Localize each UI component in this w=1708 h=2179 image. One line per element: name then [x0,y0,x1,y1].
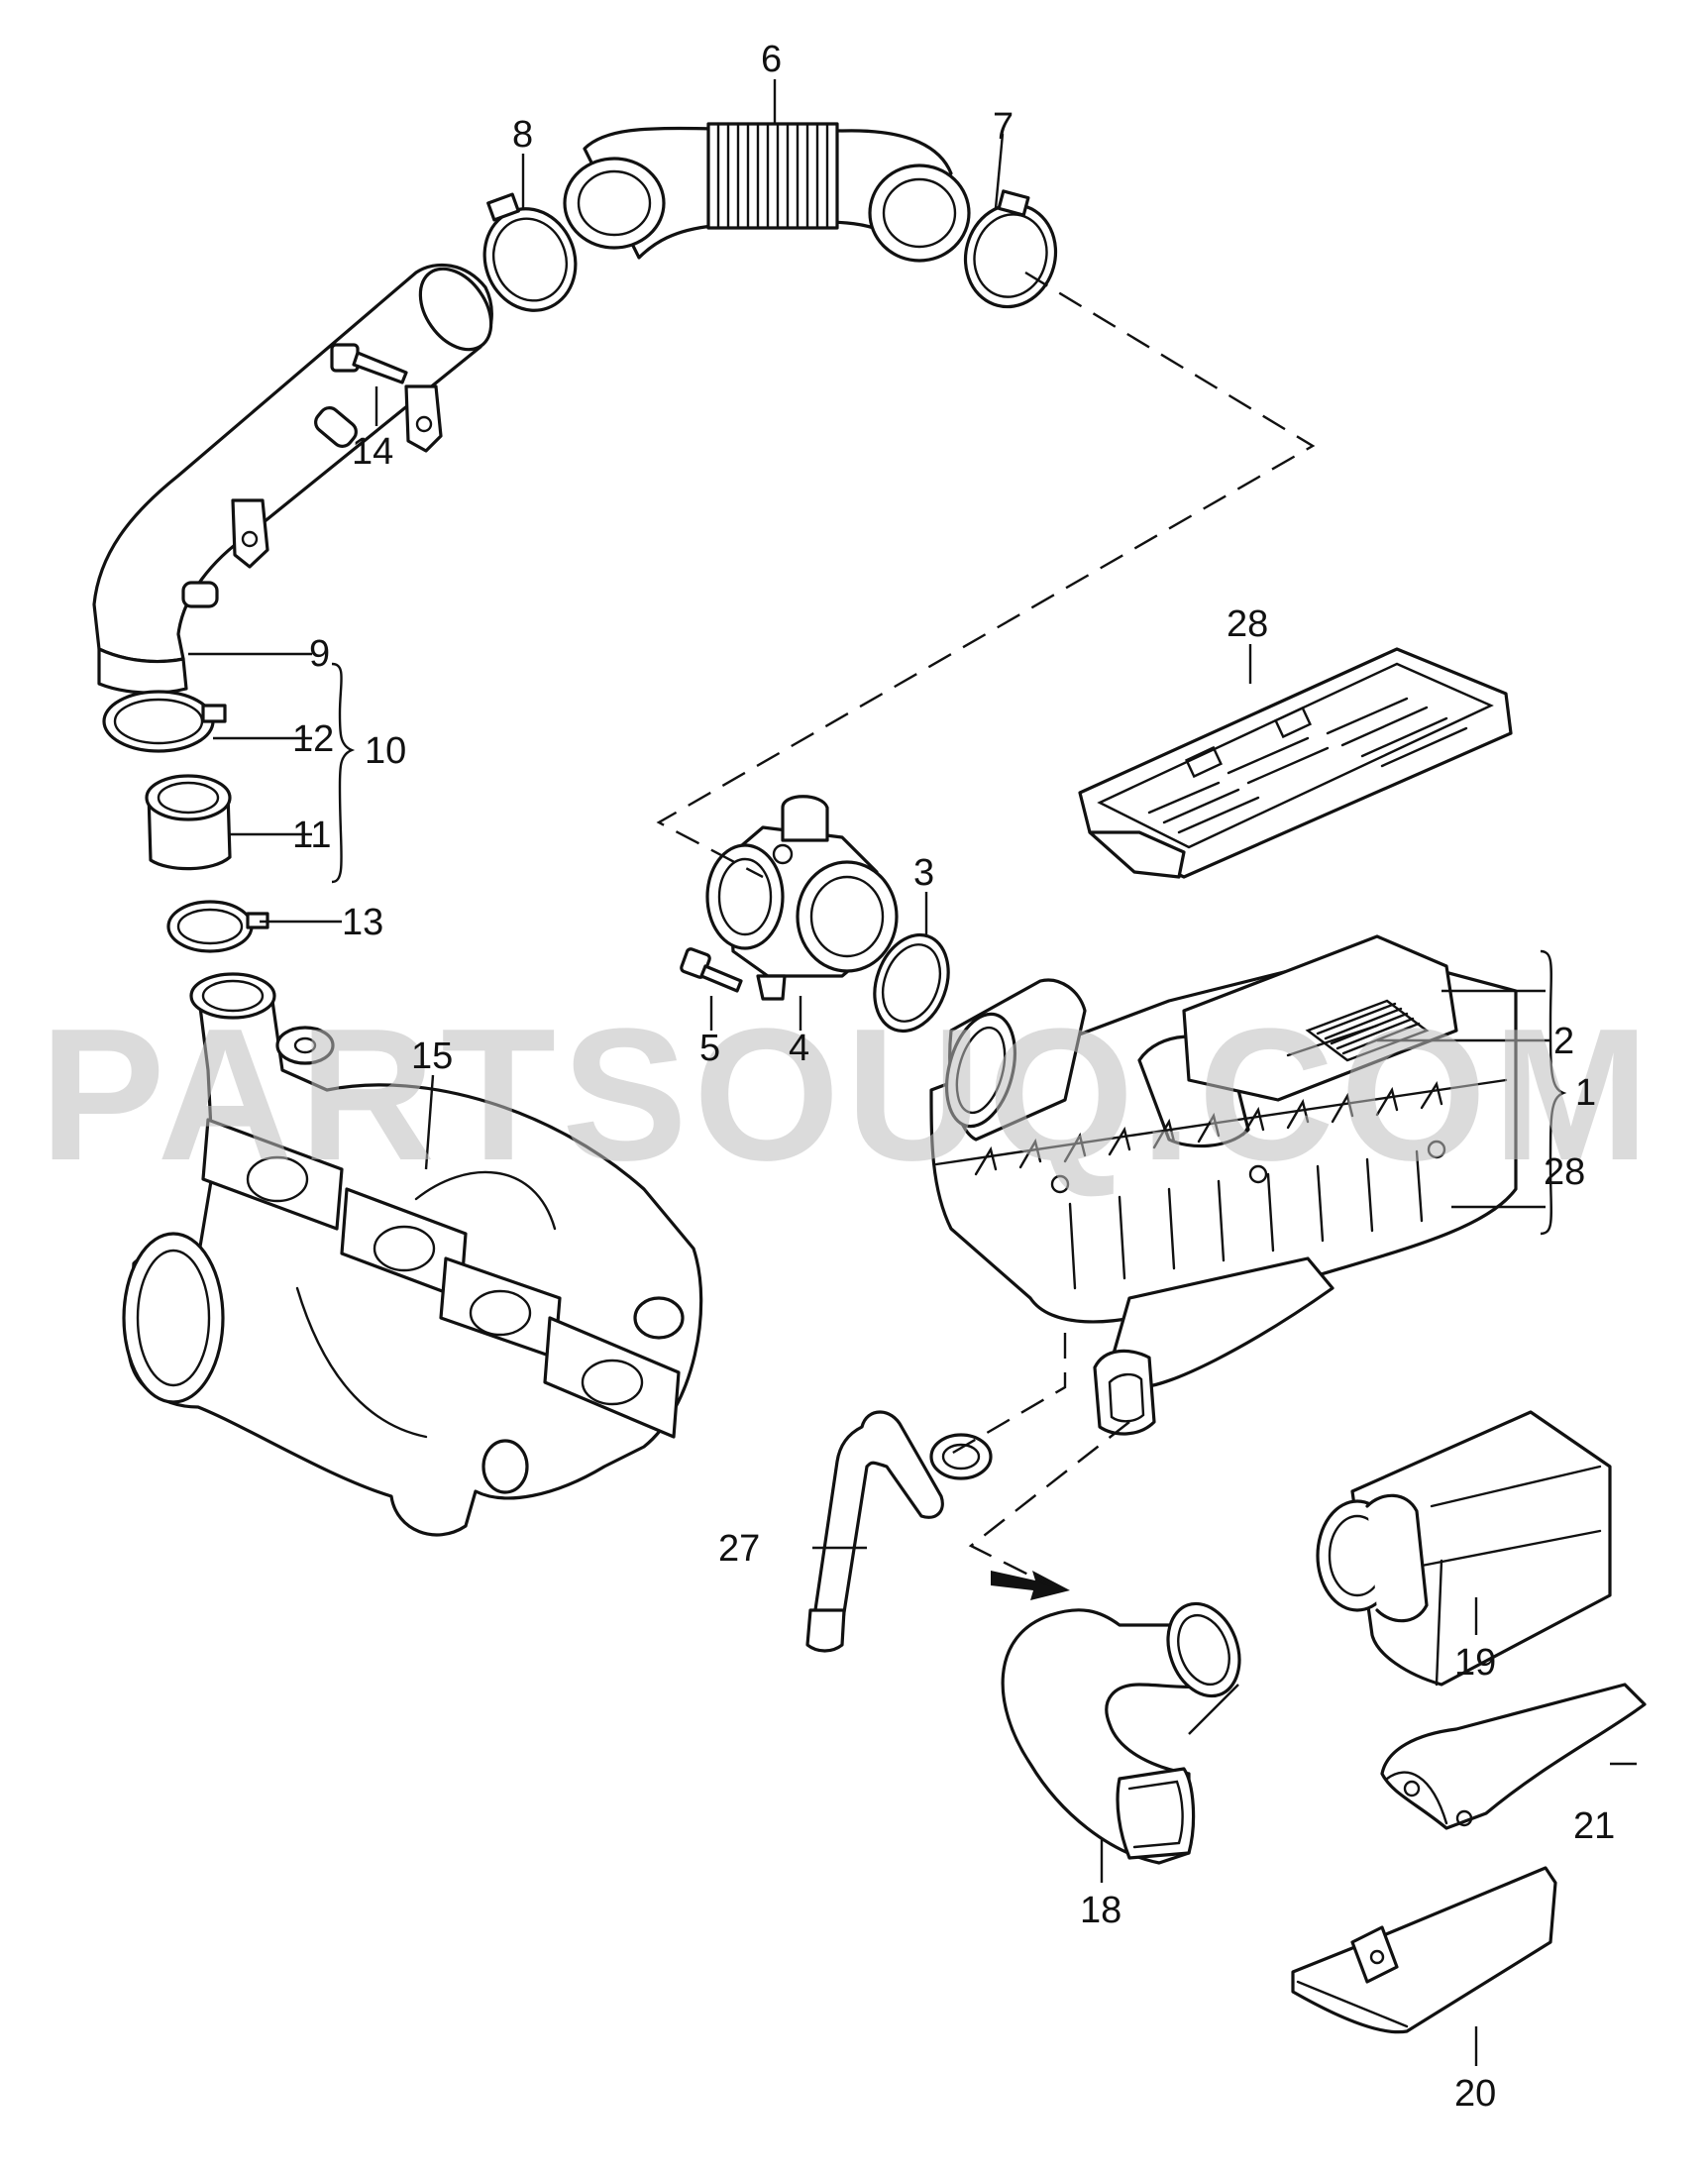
part-11-hose-connector[interactable] [145,774,232,871]
callout-1[interactable]: 1 [1575,1072,1596,1114]
part-14-bolt[interactable] [330,343,408,384]
callout-numbers: 6 8 7 14 9 12 10 11 13 15 5 4 3 28 2 1 2… [292,39,1615,2115]
part-21-cover[interactable] [1380,1683,1647,1830]
callout-28-housing[interactable]: 28 [1544,1151,1585,1193]
callout-18[interactable]: 18 [1080,1890,1121,1931]
callout-11[interactable]: 11 [292,815,331,856]
callout-20[interactable]: 20 [1454,2073,1496,2115]
part-19-intake-channel[interactable] [1316,1410,1612,1687]
callout-4[interactable]: 4 [789,1028,809,1069]
part-12-hose-clamp[interactable] [102,690,227,753]
callout-21[interactable]: 21 [1573,1805,1615,1847]
part-20-cover[interactable] [1291,1866,1557,2034]
part-6-corrugated-hose[interactable] [563,122,971,263]
part-28-filter-tray[interactable] [1078,647,1513,879]
part-9-intake-pipe[interactable] [92,256,505,695]
callout-19[interactable]: 19 [1454,1642,1496,1684]
part-8-hose-clamp[interactable] [471,192,589,323]
part-13-hose-clamp[interactable] [166,900,269,953]
callout-10[interactable]: 10 [365,730,406,772]
part-27-breather-hose[interactable] [805,1410,993,1653]
callout-14[interactable]: 14 [352,431,393,473]
part-7-hose-clamp[interactable] [954,189,1067,317]
callout-9[interactable]: 9 [309,633,330,675]
direction-arrow-icon [991,1571,1070,1600]
callout-7[interactable]: 7 [993,106,1014,148]
part-4-air-mass-meter[interactable] [705,795,899,1001]
part-15-turbocharger-manifold[interactable] [122,972,703,1537]
callout-2[interactable]: 2 [1553,1021,1574,1062]
callout-5[interactable]: 5 [699,1028,720,1069]
watermark: PARTSOUQ.COM [40,990,1655,1200]
callout-13[interactable]: 13 [342,902,383,943]
part-5-screw[interactable] [680,947,743,993]
callout-12[interactable]: 12 [292,718,334,760]
part-2-filter-element[interactable] [1286,1024,1379,1057]
callout-6[interactable]: 6 [761,39,782,80]
callout-3[interactable]: 3 [913,852,934,894]
callout-8[interactable]: 8 [512,114,533,156]
dashed-connection-lines [656,271,1316,1587]
part-18-air-intake-duct[interactable] [1001,1593,1251,1865]
part-1-air-filter-housing[interactable] [929,934,1518,1436]
part-3-seal-ring[interactable] [862,925,961,1041]
leader-lines [188,79,1637,2066]
callout-28-tray[interactable]: 28 [1227,603,1268,645]
callout-27[interactable]: 27 [718,1528,760,1570]
callout-15[interactable]: 15 [411,1035,453,1077]
